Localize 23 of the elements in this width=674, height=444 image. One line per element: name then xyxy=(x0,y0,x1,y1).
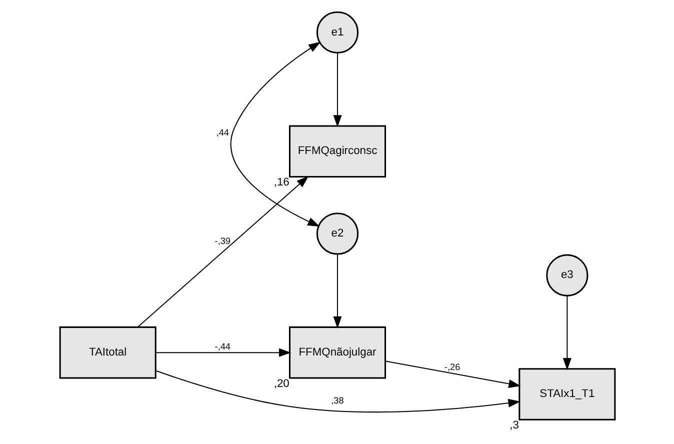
node-label: ,20 xyxy=(273,378,289,390)
arrow xyxy=(155,348,291,357)
arrow xyxy=(230,42,320,227)
arrow xyxy=(332,254,342,329)
node-circle: e3 xyxy=(546,254,588,296)
edge-label: -,44 xyxy=(214,342,230,352)
node-box: FFMQnãojulgar xyxy=(288,326,386,379)
edge-label: ,44 xyxy=(216,127,229,138)
edge-label: -,26 xyxy=(444,362,460,372)
node-box: STAIx1_T1 xyxy=(518,368,616,420)
arrow xyxy=(384,360,520,388)
node-box: FFMQagirconsc xyxy=(288,125,386,178)
arrow xyxy=(154,370,520,413)
arrow xyxy=(136,176,308,328)
edge-label: ,38 xyxy=(330,396,344,406)
node-label: ,3 xyxy=(509,420,518,432)
node-box: TAItotal xyxy=(58,326,156,379)
node-circle: e1 xyxy=(316,11,358,54)
node-circle: e2 xyxy=(316,212,358,255)
arrow xyxy=(562,296,571,370)
node-label: ,16 xyxy=(273,176,289,189)
edge-label: -,39 xyxy=(214,236,230,246)
arrow xyxy=(332,52,342,128)
